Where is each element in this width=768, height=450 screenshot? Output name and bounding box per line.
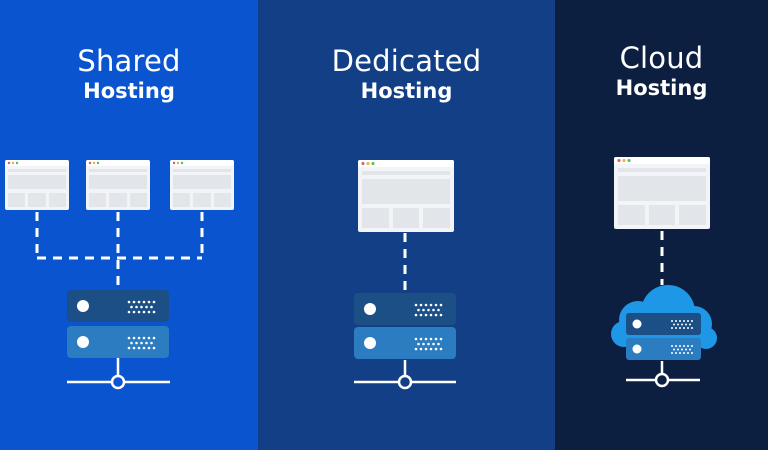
dedicated-subtitle: Hosting [360,79,453,103]
dedicated-title: Dedicated [331,44,482,78]
network-node-icon [354,360,456,390]
network-node-icon [67,358,170,390]
cloud-title: Cloud [619,41,704,75]
browser-window-icon [5,160,69,210]
shared-subtitle: Hosting [83,79,175,103]
browser-window-icon [170,160,234,210]
shared-browser-icons [5,160,234,210]
cloud-subtitle: Hosting [615,76,708,100]
browser-window-icon [358,160,454,232]
server-rack-icon [67,290,169,358]
shared-title: Shared [77,44,181,78]
server-rack-icon [354,293,456,359]
server-rack-icon [626,313,701,360]
browser-window-icon [86,160,150,210]
shared-connectors [35,212,204,289]
network-node-icon [626,361,700,388]
browser-window-icon [614,157,710,229]
shared-hosting-panel: Shared Hosting [0,0,258,450]
